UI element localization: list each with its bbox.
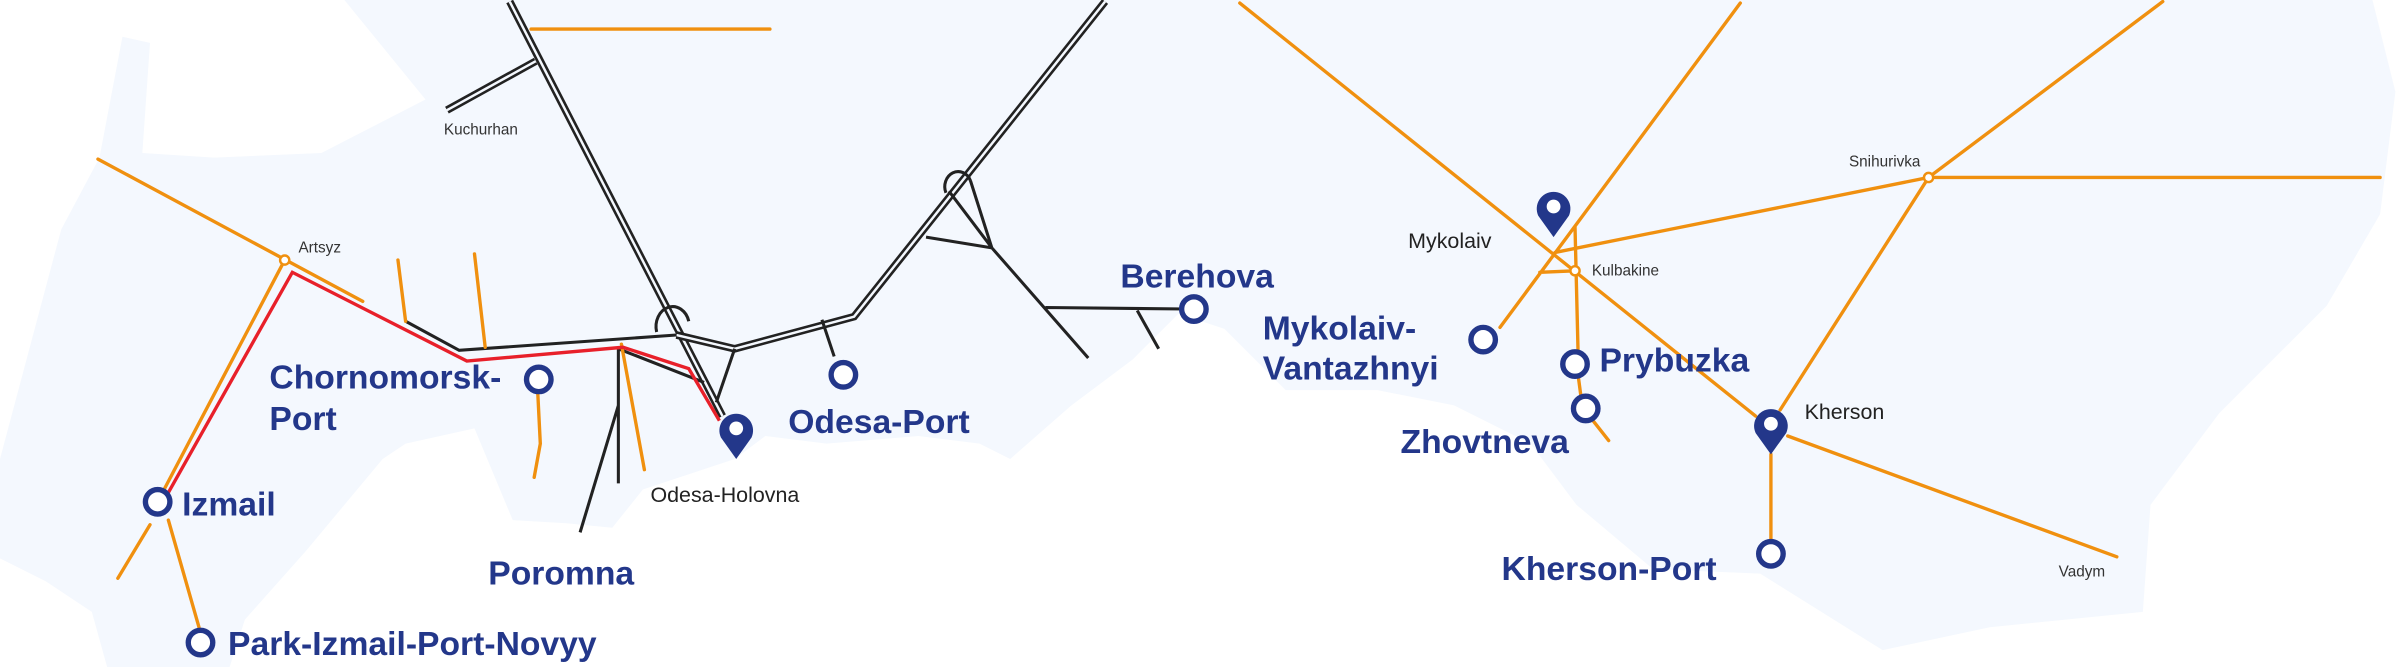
rail-west <box>404 319 705 533</box>
label-mykolaiv-vantazhnyi-1: Mykolaiv- <box>1263 311 1416 348</box>
label-kherson: Kherson <box>1805 400 1885 424</box>
junction-snihurivka <box>1922 171 1935 184</box>
label-kherson-port: Kherson-Port <box>1502 551 1717 588</box>
label-izmail: Izmail <box>182 487 276 524</box>
label-prybuzka: Prybuzka <box>1599 343 1749 380</box>
station-prybuzka[interactable] <box>1560 349 1590 380</box>
junction-kulbakine <box>1569 264 1581 277</box>
label-kulbakine: Kulbakine <box>1592 262 1659 279</box>
label-artsyz: Artsyz <box>298 239 341 256</box>
pin-mykolaiv-icon[interactable] <box>1536 191 1571 238</box>
station-mykolaiv-vantazhnyi[interactable] <box>1468 324 1499 355</box>
station-izmail[interactable] <box>142 486 173 517</box>
label-kuchurhan: Kuchurhan <box>444 122 518 139</box>
label-mykolaiv-vantazhnyi-2: Vantazhnyi <box>1263 350 1439 387</box>
label-berehova: Berehova <box>1120 259 1274 296</box>
label-snihurivka: Snihurivka <box>1849 154 1921 171</box>
station-berehova[interactable] <box>1178 294 1209 324</box>
pin-odesa-holovna-icon[interactable] <box>719 413 754 459</box>
label-vadym: Vadym <box>2059 564 2105 581</box>
label-odesa-holovna: Odesa-Holovna <box>651 483 800 507</box>
station-chornomorsk-port[interactable] <box>523 364 554 395</box>
pin-kherson-icon[interactable] <box>1754 409 1788 455</box>
label-park-izmail: Park-Izmail-Port-Novyy <box>228 626 597 663</box>
station-odesa-port[interactable] <box>828 359 859 390</box>
label-poromna: Poromna <box>488 555 634 592</box>
rail-odesa-east <box>654 0 1187 403</box>
line-artsyz <box>96 157 647 629</box>
label-zhovtneva: Zhovtneva <box>1401 424 1570 461</box>
junction-artsyz <box>278 254 291 266</box>
station-park-izmail[interactable] <box>185 627 216 658</box>
rail-kuchurhan <box>445 0 726 418</box>
label-chornomorsk-1: Chornomorsk- <box>269 360 501 397</box>
label-odesa-port: Odesa-Port <box>788 404 969 441</box>
station-kherson-port[interactable] <box>1755 538 1786 569</box>
route-red <box>166 270 721 494</box>
label-mykolaiv: Mykolaiv <box>1408 229 1492 253</box>
label-chornomorsk-2: Port <box>269 401 336 438</box>
station-zhovtneva[interactable] <box>1570 393 1601 424</box>
